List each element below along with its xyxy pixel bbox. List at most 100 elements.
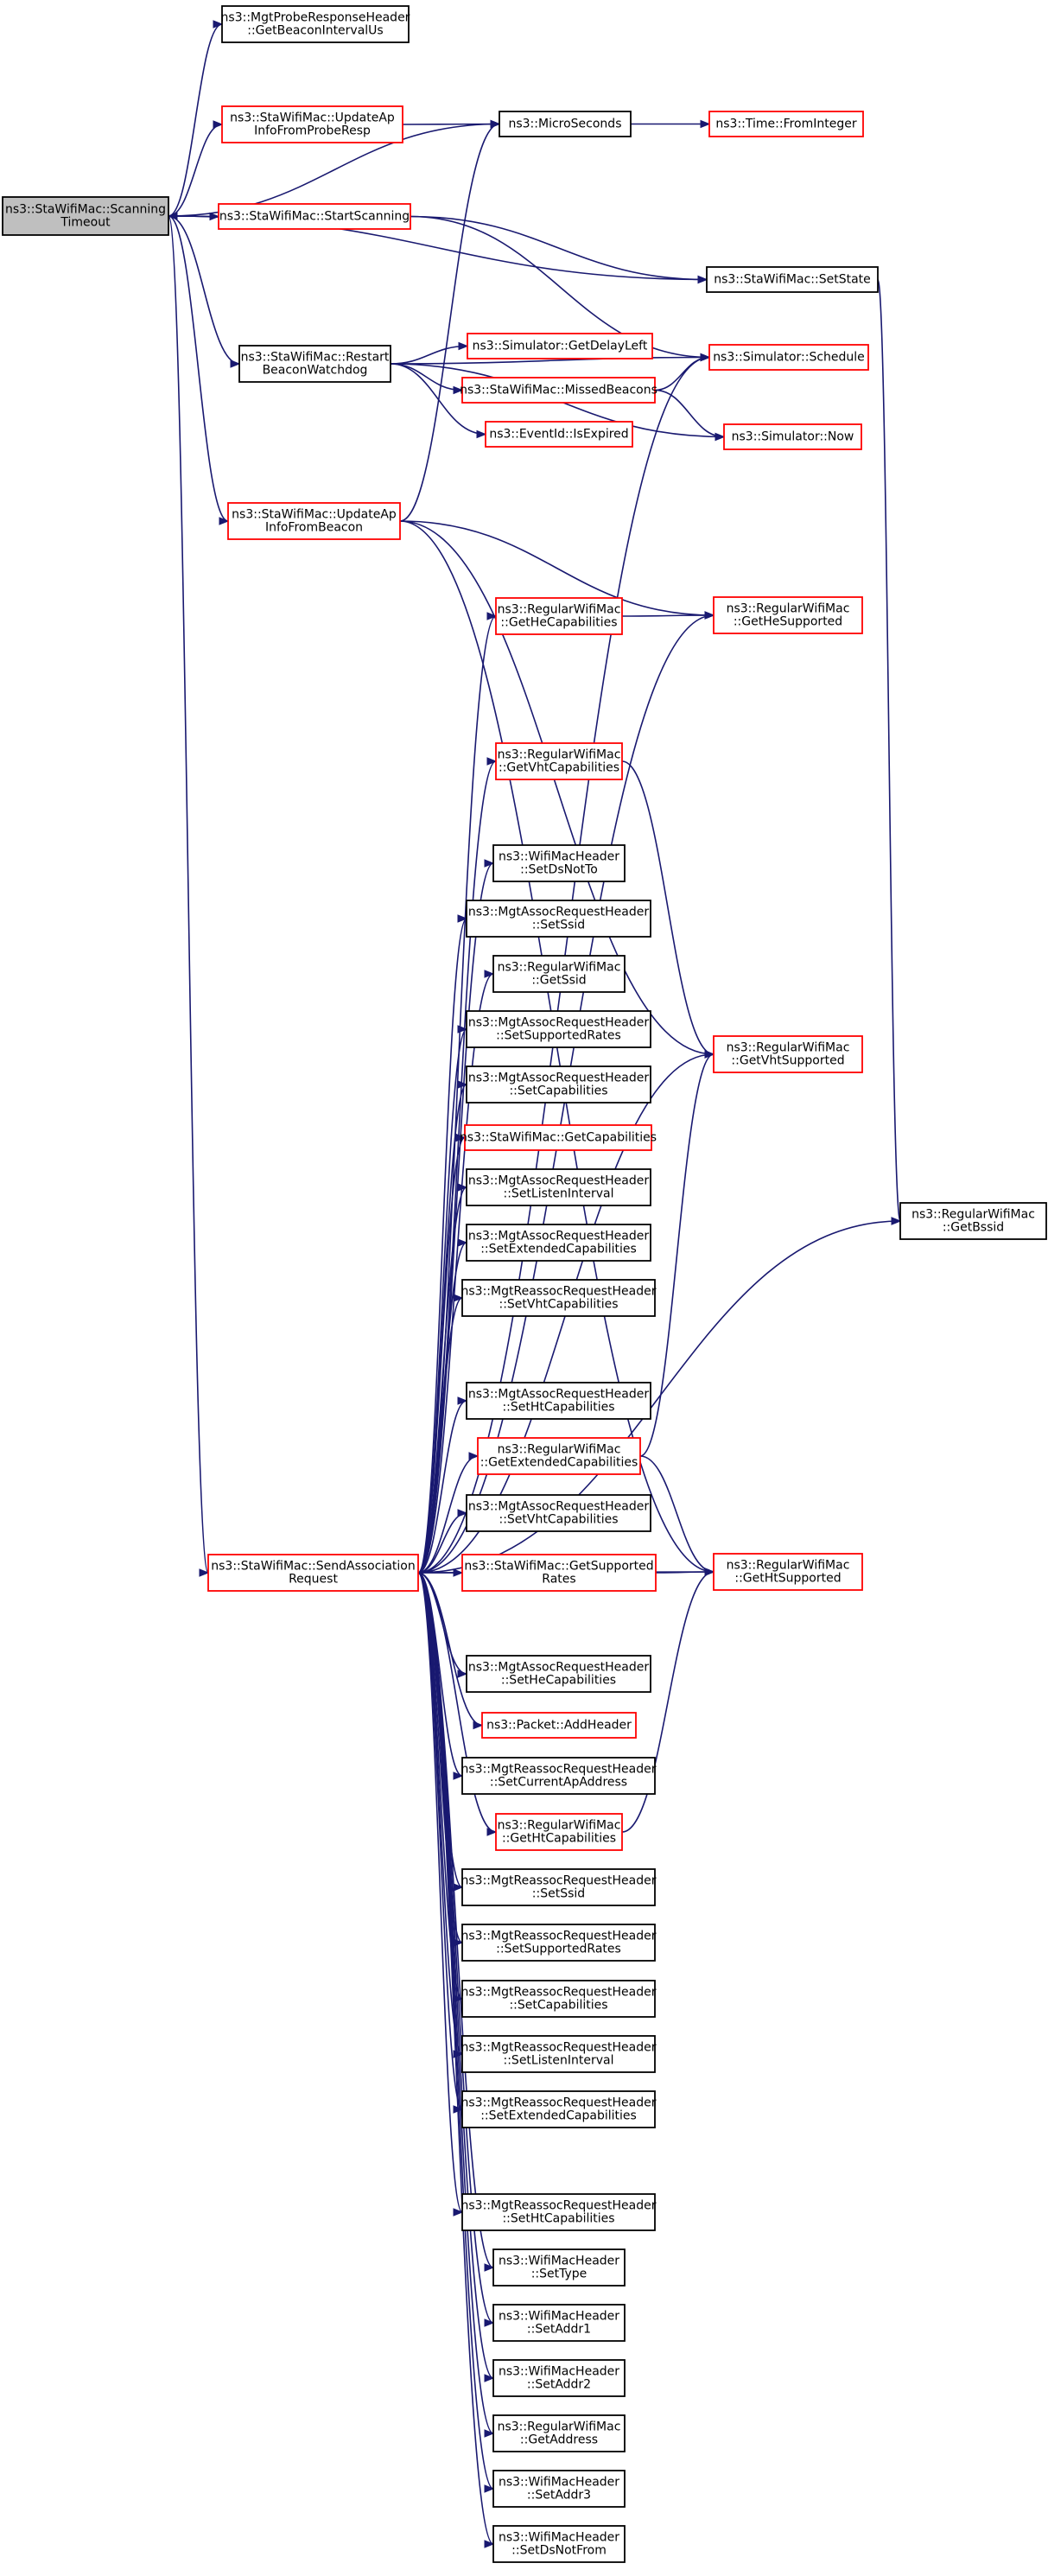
node-n20[interactable]: ns3::MgtAssocRequestHeader::SetSupported…: [466, 1010, 651, 1048]
node-n11[interactable]: ns3::EventId::IsExpired: [485, 421, 633, 448]
node-n49[interactable]: ns3::WifiMacHeader::SetDsNotFrom: [492, 2525, 626, 2563]
node-n22[interactable]: ns3::MgtAssocRequestHeader::SetCapabilit…: [466, 1065, 651, 1104]
node-box[interactable]: [499, 111, 632, 137]
node-n45[interactable]: ns3::WifiMacHeader::SetAddr1: [492, 2304, 626, 2342]
node-box[interactable]: [461, 2090, 656, 2128]
node-n27[interactable]: ns3::MgtReassocRequestHeader::SetVhtCapa…: [461, 1279, 657, 1317]
node-box[interactable]: [492, 2470, 626, 2508]
node-box[interactable]: [466, 1494, 651, 1532]
node-box[interactable]: [495, 597, 623, 635]
node-box[interactable]: [466, 1168, 651, 1206]
node-n2[interactable]: ns3::StaWifiMac::UpdateApInfoFromProbeRe…: [221, 105, 403, 143]
node-box[interactable]: [466, 1010, 651, 1048]
node-box[interactable]: [221, 5, 410, 43]
node-n5[interactable]: ns3::StaWifiMac::StartScanning: [218, 203, 411, 230]
node-n9[interactable]: ns3::Simulator::Schedule: [708, 344, 869, 371]
node-n14[interactable]: ns3::RegularWifiMac::GetHeCapabilities: [495, 597, 623, 635]
node-n26[interactable]: ns3::MgtAssocRequestHeader::SetExtendedC…: [466, 1224, 651, 1262]
node-n24[interactable]: ns3::MgtAssocRequestHeader::SetListenInt…: [466, 1168, 651, 1206]
node-n21[interactable]: ns3::RegularWifiMac::GetVhtSupported: [713, 1035, 863, 1073]
node-n23[interactable]: ns3::StaWifiMac::GetCapabilities: [460, 1124, 657, 1151]
node-box[interactable]: [492, 955, 626, 993]
node-box[interactable]: [221, 105, 403, 143]
node-n28[interactable]: ns3::MgtAssocRequestHeader::SetHtCapabil…: [466, 1382, 651, 1420]
node-box[interactable]: [461, 1924, 656, 1962]
node-box[interactable]: [481, 1712, 637, 1739]
node-box[interactable]: [461, 1980, 656, 2018]
node-box[interactable]: [466, 1065, 651, 1104]
node-box[interactable]: [461, 377, 656, 404]
node-box[interactable]: [466, 1655, 651, 1693]
node-box[interactable]: [227, 502, 401, 540]
node-box[interactable]: [485, 421, 633, 448]
node-box[interactable]: [899, 1202, 1047, 1240]
node-n48[interactable]: ns3::WifiMacHeader::SetAddr3: [492, 2470, 626, 2508]
node-box[interactable]: [466, 900, 651, 938]
node-n35[interactable]: ns3::Packet::AddHeader: [481, 1712, 637, 1739]
node-n3[interactable]: ns3::MicroSeconds: [499, 111, 632, 137]
node-box[interactable]: [477, 1437, 641, 1475]
node-n41[interactable]: ns3::MgtReassocRequestHeader::SetListenI…: [461, 2035, 657, 2073]
node-box[interactable]: [461, 1868, 656, 1906]
node-n29[interactable]: ns3::RegularWifiMac::GetExtendedCapabili…: [477, 1437, 641, 1475]
node-n46[interactable]: ns3::WifiMacHeader::SetAddr2: [492, 2359, 626, 2397]
node-n33[interactable]: ns3::RegularWifiMac::GetHtSupported: [713, 1553, 863, 1591]
node-n1[interactable]: ns3::MgtProbeResponseHeader::GetBeaconIn…: [221, 5, 410, 43]
node-box[interactable]: [461, 2193, 656, 2231]
node-n4[interactable]: ns3::Time::FromInteger: [708, 111, 864, 137]
node-n12[interactable]: ns3::Simulator::Now: [723, 423, 862, 450]
node-box[interactable]: [706, 266, 879, 293]
node-n40[interactable]: ns3::MgtReassocRequestHeader::SetCapabil…: [461, 1980, 657, 2018]
node-n16[interactable]: ns3::RegularWifiMac::GetVhtCapabilities: [495, 742, 623, 780]
node-n30[interactable]: ns3::MgtAssocRequestHeader::SetVhtCapabi…: [466, 1494, 651, 1532]
node-box[interactable]: [466, 1382, 651, 1420]
node-box[interactable]: [713, 596, 863, 634]
node-n15[interactable]: ns3::RegularWifiMac::GetHeSupported: [713, 596, 863, 634]
node-n38[interactable]: ns3::MgtReassocRequestHeader::SetSsid: [461, 1868, 657, 1906]
node-box[interactable]: [464, 1124, 652, 1151]
node-box[interactable]: [492, 844, 626, 882]
node-box[interactable]: [461, 2035, 656, 2073]
node-box[interactable]: [495, 1813, 623, 1851]
node-box[interactable]: [492, 2359, 626, 2397]
node-n19[interactable]: ns3::RegularWifiMac::GetSsid: [492, 955, 626, 993]
node-box[interactable]: [467, 333, 653, 359]
node-n6[interactable]: ns3::StaWifiMac::SetState: [706, 266, 879, 293]
node-box[interactable]: [708, 344, 869, 371]
node-n34[interactable]: ns3::MgtAssocRequestHeader::SetHeCapabil…: [466, 1655, 651, 1693]
node-box[interactable]: [238, 345, 391, 383]
node-box[interactable]: [492, 2525, 626, 2563]
node-n43[interactable]: ns3::MgtReassocRequestHeader::SetHtCapab…: [461, 2193, 657, 2231]
node-box[interactable]: [713, 1035, 863, 1073]
node-box[interactable]: [218, 203, 411, 230]
node-n44[interactable]: ns3::WifiMacHeader::SetType: [492, 2248, 626, 2287]
node-box[interactable]: [466, 1224, 651, 1262]
node-n36[interactable]: ns3::MgtReassocRequestHeader::SetCurrent…: [461, 1757, 657, 1795]
node-box[interactable]: [461, 1554, 657, 1592]
node-n10[interactable]: ns3::StaWifiMac::MissedBeacons: [460, 377, 657, 404]
node-box[interactable]: [461, 1757, 656, 1795]
node-box[interactable]: [495, 742, 623, 780]
node-box[interactable]: [207, 1554, 419, 1592]
node-box[interactable]: [2, 196, 169, 236]
node-box[interactable]: [461, 1279, 656, 1317]
node-box[interactable]: [713, 1553, 863, 1591]
node-n18[interactable]: ns3::MgtAssocRequestHeader::SetSsid: [466, 900, 651, 938]
node-box[interactable]: [492, 2304, 626, 2342]
node-box[interactable]: [492, 2248, 626, 2287]
node-n37[interactable]: ns3::RegularWifiMac::GetHtCapabilities: [495, 1813, 623, 1851]
node-box[interactable]: [492, 2414, 626, 2452]
node-box[interactable]: [723, 423, 862, 450]
node-n42[interactable]: ns3::MgtReassocRequestHeader::SetExtende…: [461, 2090, 657, 2128]
node-n17[interactable]: ns3::WifiMacHeader::SetDsNotTo: [492, 844, 626, 882]
node-box[interactable]: [708, 111, 864, 137]
node-n8[interactable]: ns3::Simulator::GetDelayLeft: [467, 333, 653, 359]
node-n25[interactable]: ns3::RegularWifiMac::GetBssid: [899, 1202, 1047, 1240]
node-n39[interactable]: ns3::MgtReassocRequestHeader::SetSupport…: [461, 1924, 657, 1962]
node-n47[interactable]: ns3::RegularWifiMac::GetAddress: [492, 2414, 626, 2452]
